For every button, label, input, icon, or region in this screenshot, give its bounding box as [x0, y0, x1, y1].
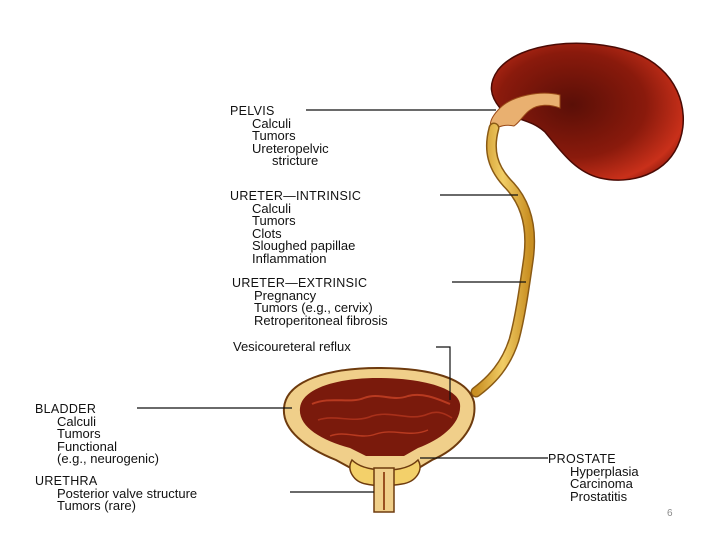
ureter-intrinsic-heading: URETER—INTRINSIC	[230, 189, 361, 203]
pelvis-label: PELVIS Calculi Tumors Ureteropelvic stri…	[230, 105, 329, 168]
urethra-item: Tumors (rare)	[35, 500, 197, 513]
bladder-item: (e.g., neurogenic)	[35, 453, 159, 466]
ureter	[476, 128, 530, 392]
slide-number: 6	[667, 508, 673, 519]
vesicoureteral-heading: Vesicoureteral reflux	[233, 339, 351, 354]
ureter-intrinsic-item: Inflammation	[230, 253, 361, 266]
urethra-label: URETHRA Posterior valve structure Tumors…	[35, 475, 197, 513]
pelvis-item: stricture	[230, 155, 329, 168]
vesicoureteral-label: Vesicoureteral reflux	[233, 341, 351, 354]
prostate-item: Prostatitis	[548, 491, 639, 504]
ureter-extrinsic-label: URETER—EXTRINSIC Pregnancy Tumors (e.g.,…	[232, 277, 388, 327]
ureter-intrinsic-label: URETER—INTRINSIC Calculi Tumors Clots Sl…	[230, 190, 361, 265]
ureter-intrinsic-item: Tumors	[230, 215, 361, 228]
prostate-label: PROSTATE Hyperplasia Carcinoma Prostatit…	[548, 453, 639, 503]
ureter-extrinsic-item: Retroperitoneal fibrosis	[232, 315, 388, 328]
bladder-label: BLADDER Calculi Tumors Functional (e.g.,…	[35, 403, 159, 466]
